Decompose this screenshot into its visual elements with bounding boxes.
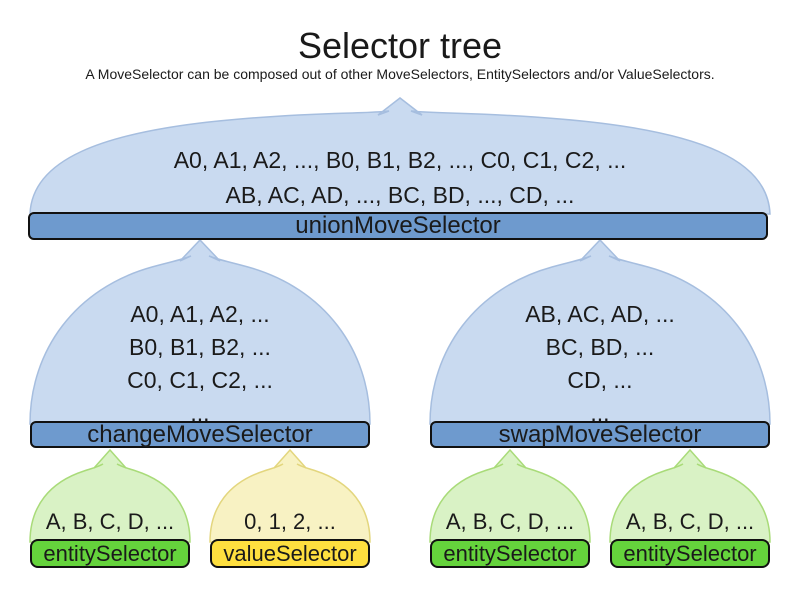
swap-move-selector-bar: swapMoveSelector xyxy=(430,421,770,448)
entity2-funnel-text: A, B, C, D, ... xyxy=(430,508,590,536)
change-funnel-text: A0, A1, A2, ... B0, B1, B2, ... C0, C1, … xyxy=(60,298,340,430)
change-funnel-arrow xyxy=(29,238,371,425)
entity2-line-1: A, B, C, D, ... xyxy=(445,509,575,534)
page-title: Selector tree xyxy=(297,25,503,66)
union-line-2: AB, AC, AD, ..., BC, BD, ..., CD, ... xyxy=(225,182,575,208)
union-funnel-text: A0, A1, A2, ..., B0, B1, B2, ..., C0, C1… xyxy=(100,143,700,213)
union-funnel-arrow xyxy=(29,97,771,215)
entity3-funnel-text: A, B, C, D, ... xyxy=(610,508,770,536)
swap-line-1: AB, AC, AD, ... xyxy=(525,301,675,327)
change-move-selector-label: changeMoveSelector xyxy=(87,420,313,448)
entity-selector-bar-1: entitySelector xyxy=(30,539,190,568)
swap-line-3: CD, ... xyxy=(567,367,633,393)
value-selector-label: valueSelector xyxy=(223,540,357,566)
change-line-4: ... xyxy=(190,400,210,426)
change-line-2: B0, B1, B2, ... xyxy=(129,334,271,360)
page-subtitle: A MoveSelector can be composed out of ot… xyxy=(85,66,715,82)
entity1-line-1: A, B, C, D, ... xyxy=(45,509,175,534)
value-selector-bar: valueSelector xyxy=(210,539,370,568)
entity2-funnel-arrow xyxy=(429,448,591,543)
union-move-selector-label: unionMoveSelector xyxy=(295,212,501,239)
swap-funnel-text: AB, AC, AD, ... BC, BD, ... CD, ... ... xyxy=(460,298,740,430)
swap-funnel-arrow xyxy=(429,238,771,425)
value1-funnel-arrow xyxy=(209,448,371,543)
value1-line-1: 0, 1, 2, ... xyxy=(244,509,336,534)
change-line-3: C0, C1, C2, ... xyxy=(127,367,273,393)
change-line-1: A0, A1, A2, ... xyxy=(130,301,270,327)
entity-selector-label-3: entitySelector xyxy=(623,540,757,566)
swap-line-4: ... xyxy=(590,400,610,426)
union-move-selector-bar: unionMoveSelector xyxy=(28,212,768,240)
entity-selector-label-1: entitySelector xyxy=(43,540,177,566)
change-move-selector-bar: changeMoveSelector xyxy=(30,421,370,448)
entity1-funnel-text: A, B, C, D, ... xyxy=(30,508,190,536)
entity3-line-1: A, B, C, D, ... xyxy=(625,509,755,534)
value1-funnel-text: 0, 1, 2, ... xyxy=(210,508,370,536)
entity-selector-bar-3: entitySelector xyxy=(610,539,770,568)
entity-selector-bar-2: entitySelector xyxy=(430,539,590,568)
swap-move-selector-label: swapMoveSelector xyxy=(498,420,702,448)
entity-selector-label-2: entitySelector xyxy=(443,540,577,566)
swap-line-2: BC, BD, ... xyxy=(545,334,655,360)
entity3-funnel-arrow xyxy=(609,448,771,543)
union-line-1: A0, A1, A2, ..., B0, B1, B2, ..., C0, C1… xyxy=(173,147,627,173)
entity1-funnel-arrow xyxy=(29,448,191,543)
